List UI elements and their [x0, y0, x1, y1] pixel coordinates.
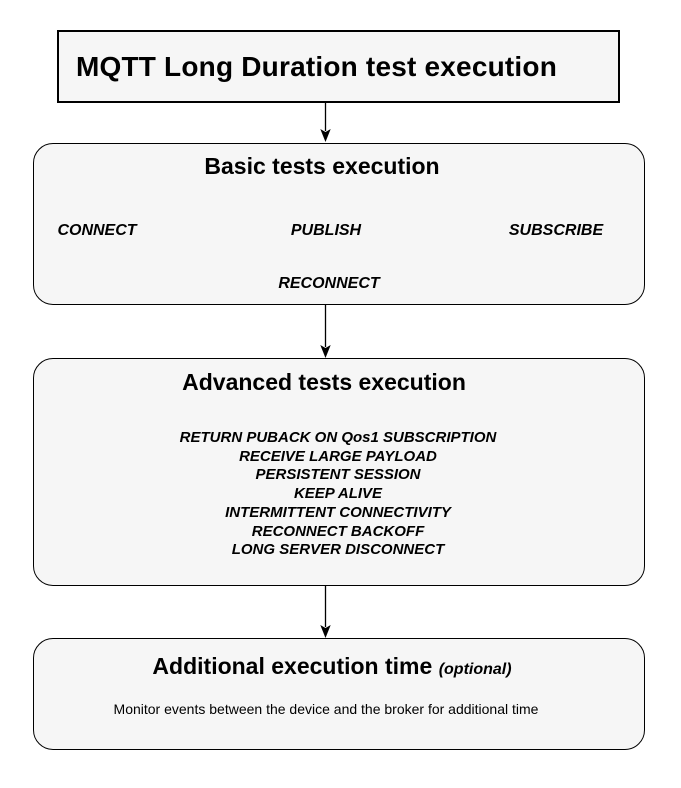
down-arrow-icon — [320, 103, 331, 142]
advanced-test-item: RETURN PUBACK ON Qos1 SUBSCRIPTION — [179, 429, 497, 446]
advanced-tests-box — [33, 358, 645, 586]
diagram-title: MQTT Long Duration test execution — [75, 50, 558, 82]
item-connect: CONNECT — [57, 222, 137, 239]
advanced-tests-heading: Advanced tests execution — [182, 369, 466, 395]
additional-time-description: Monitor events between the device and th… — [113, 701, 539, 717]
down-arrow-icon — [320, 586, 331, 638]
additional-time-heading-row: Additional execution time (optional) — [152, 653, 511, 681]
advanced-tests-list: RETURN PUBACK ON Qos1 SUBSCRIPTION RECEI… — [180, 429, 497, 560]
item-publish: PUBLISH — [290, 222, 362, 239]
basic-tests-heading: Basic tests execution — [204, 153, 440, 179]
down-arrow-icon — [320, 305, 331, 358]
advanced-test-item: LONG SERVER DISCONNECT — [231, 541, 445, 559]
advanced-test-item: PERSISTENT SESSION — [255, 466, 421, 484]
additional-time-heading: Additional execution time — [152, 653, 433, 679]
basic-tests-box — [33, 143, 645, 305]
additional-time-box — [33, 638, 645, 750]
advanced-test-item: INTERMITTENT CONNECTIVITY — [225, 503, 451, 521]
optional-label: (optional) — [438, 661, 512, 678]
item-reconnect: RECONNECT — [278, 275, 380, 292]
advanced-test-item: RECONNECT BACKOFF — [251, 522, 425, 540]
item-subscribe: SUBSCRIBE — [508, 222, 604, 239]
advanced-test-item: RECEIVE LARGE PAYLOAD — [239, 447, 437, 465]
advanced-test-item: KEEP ALIVE — [293, 485, 383, 503]
title-box: MQTT Long Duration test execution — [57, 30, 620, 103]
